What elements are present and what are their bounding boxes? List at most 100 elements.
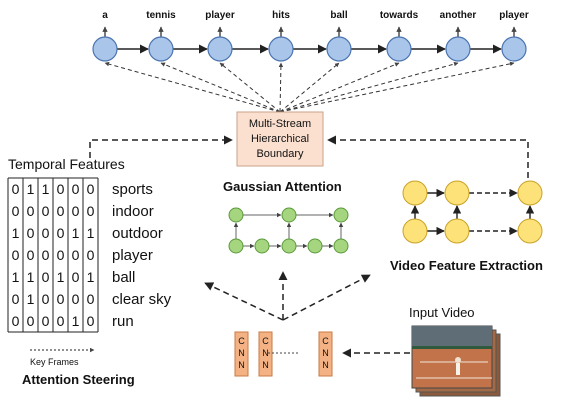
boundary-attention-arrow [280, 63, 339, 112]
matrix-row-label: ball [112, 269, 135, 286]
cnn-letter: N [322, 360, 329, 370]
gaussian-attention-graph [229, 208, 348, 253]
matrix-cell: 0 [27, 203, 35, 219]
cnn-letter: N [238, 348, 245, 358]
matrix-cell: 0 [57, 181, 65, 197]
cnn-block: CNN [235, 332, 248, 376]
matrix-cell: 0 [42, 225, 50, 241]
temporal-feature-matrix: 011000sports000000indoor100011outdoor000… [8, 178, 172, 332]
matrix-cell: 0 [87, 181, 95, 197]
cnn-to-video-arrow [283, 275, 370, 320]
matrix-cell: 0 [72, 203, 80, 219]
video-feature-extraction-label: Video Feature Extraction [390, 258, 543, 273]
rnn-word-label: tennis [146, 10, 176, 21]
input-video-frames [412, 326, 500, 396]
cnn-block: CNN [319, 332, 332, 376]
matrix-cell: 0 [57, 203, 65, 219]
cnn-letter: N [262, 348, 269, 358]
matrix-cell: 0 [27, 313, 35, 329]
rnn-node [502, 37, 526, 61]
rnn-node [208, 37, 232, 61]
matrix-cell: 0 [42, 203, 50, 219]
cnn-letter: C [322, 336, 329, 346]
matrix-cell: 0 [72, 269, 80, 285]
matrix-cell: 1 [87, 269, 95, 285]
hierarchical-boundary-block: Multi-Stream Hierarchical Boundary [237, 112, 323, 166]
cnn-letter: C [262, 336, 269, 346]
rnn-node [446, 37, 470, 61]
gaussian-node [334, 239, 348, 253]
cnn-letter: N [262, 360, 269, 370]
gaussian-node [282, 239, 296, 253]
matrix-cell: 1 [57, 269, 65, 285]
matrix-cell: 1 [12, 225, 20, 241]
video-node [518, 219, 542, 243]
video-frame-front [412, 326, 492, 388]
matrix-cell: 1 [42, 181, 50, 197]
attention-steering-label: Attention Steering [22, 372, 135, 387]
matrix-row-label: outdoor [112, 225, 163, 242]
video-node [445, 219, 469, 243]
cnn-letter: N [238, 360, 245, 370]
matrix-cell: 0 [87, 247, 95, 263]
matrix-cell: 0 [12, 203, 20, 219]
matrix-cell: 0 [72, 247, 80, 263]
cnn-letter: C [238, 336, 245, 346]
rnn-word-label: hits [272, 10, 290, 21]
matrix-cell: 0 [57, 225, 65, 241]
matrix-cell: 1 [72, 225, 80, 241]
boundary-attention-arrow [280, 63, 458, 112]
matrix-row-label: sports [112, 181, 153, 198]
matrix-cell: 1 [12, 269, 20, 285]
gaussian-node [229, 208, 243, 222]
matrix-cell: 1 [27, 269, 35, 285]
rnn-word-label: another [440, 10, 477, 21]
video-node [403, 181, 427, 205]
rnn-node [387, 37, 411, 61]
matrix-row-label: indoor [112, 203, 154, 220]
matrix-cell: 1 [87, 225, 95, 241]
matrix-cell: 0 [72, 291, 80, 307]
rnn-node [149, 37, 173, 61]
matrix-cell: 0 [12, 313, 20, 329]
video-node [445, 181, 469, 205]
gaussian-node [308, 239, 322, 253]
boundary-attention-arrow [280, 63, 399, 112]
boundary-attention-arrow [105, 63, 280, 112]
gaussian-node [334, 208, 348, 222]
cnn-to-steering-arrow [205, 283, 283, 320]
cnn-block: CNN [259, 332, 272, 376]
temporal-features-title: Temporal Features [8, 156, 125, 172]
matrix-row-label: player [112, 247, 153, 264]
rnn-word-label: towards [380, 10, 419, 21]
video-feature-graph [403, 181, 542, 243]
boundary-attention-arrow [280, 63, 514, 112]
rnn-node [269, 37, 293, 61]
matrix-cell: 0 [57, 247, 65, 263]
gaussian-node [229, 239, 243, 253]
matrix-cell: 0 [87, 313, 95, 329]
boundary-attention-arrow [280, 63, 281, 112]
rnn-word-label: ball [330, 10, 347, 21]
boundary-label-line-2: Hierarchical [251, 133, 309, 145]
rnn-word-label: a [102, 10, 108, 21]
matrix-row-label: clear sky [112, 291, 172, 308]
matrix-cell: 1 [72, 313, 80, 329]
matrix-cell: 0 [57, 313, 65, 329]
gaussian-node [282, 208, 296, 222]
video-node [518, 181, 542, 205]
matrix-cell: 0 [27, 225, 35, 241]
gaussian-node [255, 239, 269, 253]
cnn-fan-arrows [205, 272, 370, 320]
rnn-node [327, 37, 351, 61]
boundary-label-line-1: Multi-Stream [249, 118, 311, 130]
matrix-cell: 0 [57, 291, 65, 307]
matrix-cell: 0 [42, 291, 50, 307]
cnn-letter: N [322, 348, 329, 358]
matrix-cell: 0 [12, 181, 20, 197]
player-head [455, 357, 461, 363]
matrix-cell: 0 [87, 291, 95, 307]
